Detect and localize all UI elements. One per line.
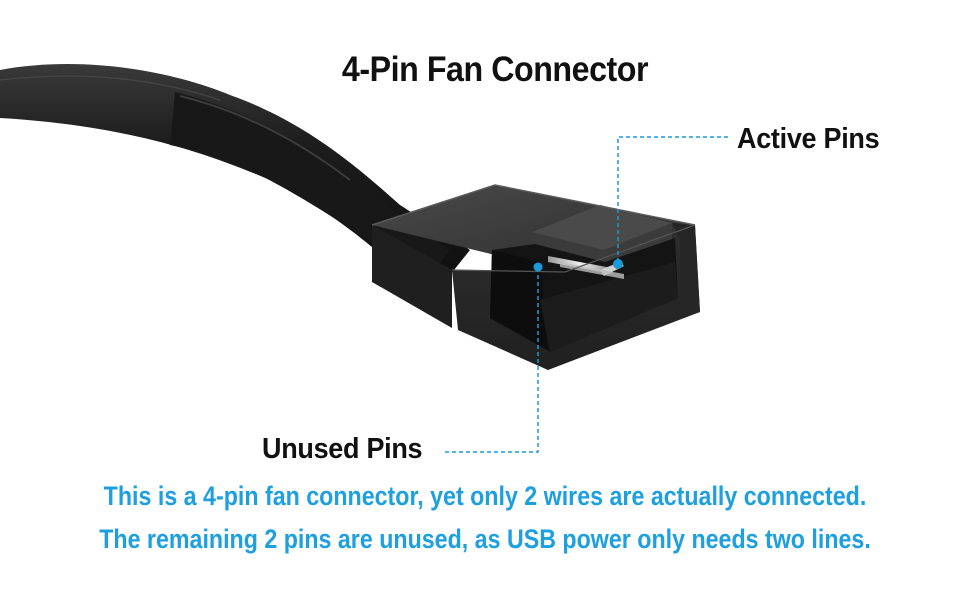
- unused-pins-label: Unused Pins: [262, 433, 423, 465]
- caption-line-1: This is a 4-pin fan connector, yet only …: [103, 481, 867, 511]
- active-pins-callout: [613, 136, 730, 269]
- active-pin-marker: [613, 259, 623, 269]
- unused-pin-marker: [533, 262, 543, 272]
- active-pins-label: Active Pins: [737, 123, 880, 155]
- caption-line-2: The remaining 2 pins are unused, as USB …: [99, 524, 871, 554]
- diagram-title: 4-Pin Fan Connector: [341, 50, 649, 89]
- unused-pins-callout: [442, 262, 543, 453]
- fan-connector: [371, 184, 700, 370]
